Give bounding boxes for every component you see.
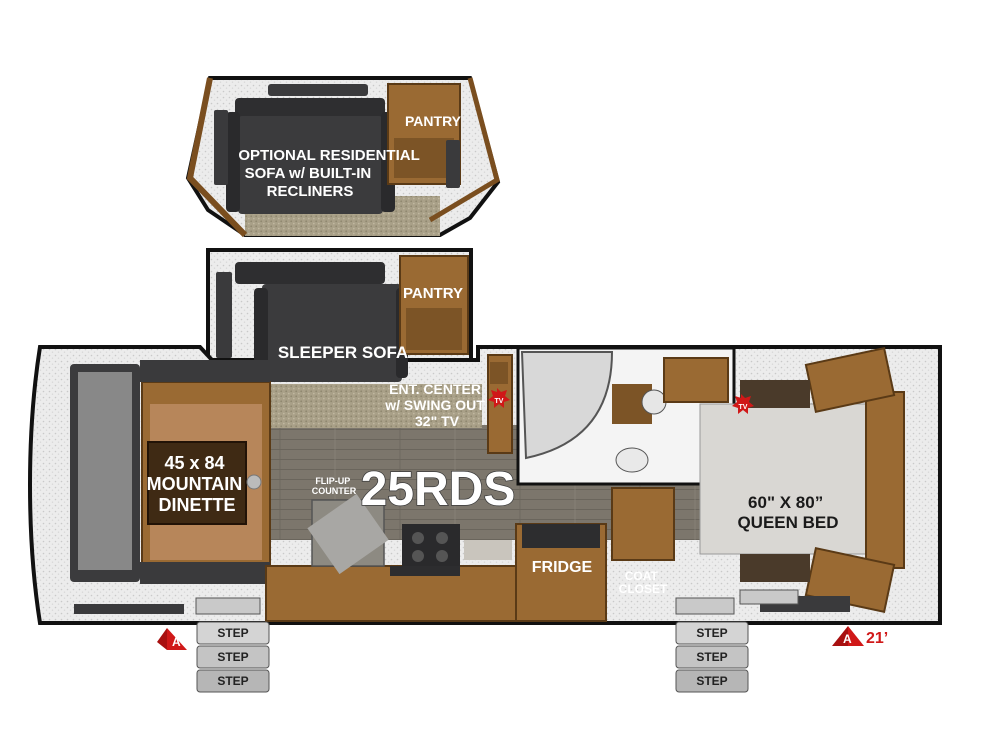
tv-text-bedroom: TV — [739, 404, 748, 411]
steps-left: STEP STEP STEP — [196, 621, 270, 693]
dinette-area — [70, 360, 271, 584]
queen-bed-line-1: 60" X 80” — [748, 493, 823, 512]
pantry-label: PANTRY — [403, 285, 463, 302]
bedroom — [699, 347, 905, 613]
optional-sofa-line-3: RECLINERS — [267, 183, 354, 200]
ent-center-line-1: ENT. CENTER — [389, 381, 481, 397]
optional-slide-room — [185, 76, 501, 238]
fridge-label: FRIDGE — [532, 559, 593, 576]
queen-bed-label: 60" X 80” QUEEN BED — [737, 493, 838, 532]
length-dimension: 21’ — [866, 630, 888, 647]
coat-closet-line-1: COAT — [625, 569, 659, 583]
tv-text-living: TV — [495, 398, 504, 405]
section-marker-right: A — [832, 626, 864, 646]
window-door-left — [195, 597, 261, 615]
step-right-3: STEP — [696, 674, 727, 688]
flip-up-line-2: COUNTER — [312, 486, 357, 496]
queen-bed-line-2: QUEEN BED — [737, 513, 838, 532]
model-name: 25RDS — [361, 463, 516, 516]
optional-sofa-line-1: OPTIONAL RESIDENTIAL — [238, 147, 419, 164]
flip-up-counter-label: FLIP-UP COUNTER — [312, 476, 357, 496]
optional-sofa-label: OPTIONAL RESIDENTIAL SOFA w/ BUILT-IN RE… — [238, 147, 423, 200]
dinette-label: 45 x 84 MOUNTAIN DINETTE — [147, 453, 248, 515]
kitchen-area — [265, 493, 607, 622]
pantry-cabinet — [399, 255, 469, 355]
sleeper-sofa-label: SLEEPER SOFA — [278, 343, 408, 362]
tv-badge-bedroom: TV — [732, 394, 754, 414]
window-door-right — [675, 597, 735, 615]
ent-center-line-2: w/ SWING OUT — [384, 397, 485, 413]
optional-pantry-text: PANTRY — [405, 113, 462, 129]
tv-badge-living: TV — [488, 388, 510, 408]
dinette-line-2: MOUNTAIN — [147, 474, 243, 494]
step-left-3: STEP — [217, 674, 248, 688]
window-bedroom — [739, 589, 799, 605]
ent-center-label: ENT. CENTER w/ SWING OUT 32" TV — [384, 381, 488, 429]
steps-right: STEP STEP STEP — [675, 621, 749, 693]
coat-closet-line-2: CLOSET — [619, 582, 668, 596]
coat-closet-label: COAT CLOSET — [619, 569, 668, 596]
step-left-2: STEP — [217, 650, 248, 664]
entertainment-center — [487, 354, 513, 454]
marker-letter-left: A — [172, 635, 181, 649]
dinette-line-1: 45 x 84 — [164, 453, 224, 473]
step-right-1: STEP — [696, 626, 727, 640]
step-right-2: STEP — [696, 650, 727, 664]
optional-sofa-line-2: SOFA w/ BUILT-IN — [245, 165, 372, 182]
window-dinette — [74, 604, 184, 614]
flip-up-line-1: FLIP-UP — [315, 476, 350, 486]
dinette-line-3: DINETTE — [158, 495, 235, 515]
bathroom — [516, 346, 736, 561]
ent-center-line-3: 32" TV — [415, 413, 460, 429]
step-left-1: STEP — [217, 626, 248, 640]
section-marker-left: A — [157, 628, 187, 650]
marker-letter-right: A — [843, 632, 852, 646]
